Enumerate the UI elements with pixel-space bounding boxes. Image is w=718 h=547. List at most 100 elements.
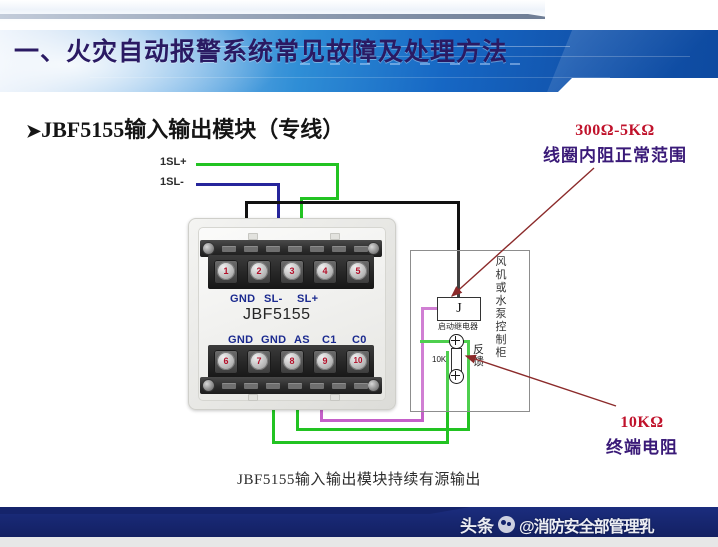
screw-head-icon: 9 [316, 352, 334, 370]
subtitle-text: JBF5155输入输出模块（专线） [41, 117, 345, 142]
terminal-screw-6[interactable]: 6 [214, 350, 238, 374]
rail-slot [288, 383, 302, 389]
module-clip [330, 233, 340, 240]
terminal-screw-9[interactable]: 9 [313, 350, 337, 374]
module-bottom-terminal-block: 6 7 8 9 10 [208, 345, 374, 379]
page-title: 一、火灾自动报警系统常见故障及处理方法 [14, 39, 509, 66]
wire-green-sl-plus-top [196, 163, 339, 166]
rail-slot [266, 383, 280, 389]
terminal-screw-1[interactable]: 1 [214, 260, 238, 284]
watermark-logo-icon [498, 516, 515, 533]
slide-subtitle: ➤JBF5155输入输出模块（专线） [26, 112, 344, 144]
wire-green-sl-plus-jog [300, 197, 339, 200]
module-top-terminal-block: 1 2 3 4 5 [208, 255, 374, 289]
rail-slot [332, 246, 346, 252]
top-right-fill [545, 0, 718, 24]
screw-head-icon: 6 [217, 352, 235, 370]
rail-slot [266, 246, 280, 252]
module-clip [248, 394, 258, 401]
terminal-label-c0: C0 [352, 334, 367, 346]
wire-green-terminal-7-run [272, 441, 449, 444]
terminal-number: 4 [322, 265, 328, 276]
terminal-label-sl-minus: SL- [264, 293, 283, 305]
module-clip [248, 233, 258, 240]
terminal-number: 1 [223, 265, 229, 276]
banner-notch [558, 78, 718, 92]
screw-head-icon: 3 [283, 262, 301, 280]
rail-slot [288, 246, 302, 252]
terminal-number: 10 [353, 356, 363, 365]
figure-caption: JBF5155输入输出模块持续有源输出 [237, 472, 481, 488]
banner-dash [330, 63, 340, 65]
module-bottom-rail [200, 377, 382, 394]
terminal-screw-3[interactable]: 3 [280, 260, 304, 284]
callout-coil-value: 300Ω-5KΩ [575, 122, 655, 139]
terminal-screw-2[interactable]: 2 [247, 260, 271, 284]
terminal-number: 6 [223, 355, 229, 366]
wire-magenta-riser [421, 307, 424, 422]
terminal-number: 7 [256, 355, 262, 366]
rail-screw-icon [203, 243, 214, 254]
module-clip [330, 394, 340, 401]
rail-screw-icon [368, 380, 379, 391]
terminal-label-gnd-top: GND [230, 293, 256, 305]
terminating-resistor-value: 10K [432, 355, 447, 364]
watermark-platform: 头条 [460, 517, 494, 536]
banner-dash [510, 63, 520, 65]
module-model-name: JBF5155 [243, 306, 311, 323]
terminal-number: 2 [256, 265, 262, 276]
start-relay-caption: 启动继电器 [438, 322, 478, 331]
wire-magenta-run-right [320, 419, 424, 422]
wire-green-feedback-left-link [420, 340, 448, 343]
screw-head-icon: 5 [349, 262, 367, 280]
screw-head-icon: 2 [250, 262, 268, 280]
terminal-label-gnd-6: GND [228, 334, 254, 346]
banner-streak [150, 46, 570, 47]
screw-head-icon: 10 [349, 352, 367, 370]
rail-screw-icon [368, 243, 379, 254]
terminal-screw-5[interactable]: 5 [346, 260, 370, 284]
banner-dash [480, 63, 490, 65]
terminal-screw-4[interactable]: 4 [313, 260, 337, 284]
screw-head-icon: 1 [217, 262, 235, 280]
wire-blue-sl-minus-top [196, 183, 280, 186]
rail-slot [354, 383, 368, 389]
terminal-number: 3 [289, 265, 295, 276]
rail-slot [310, 383, 324, 389]
top-accent-bar [0, 14, 560, 19]
rail-screw-icon [203, 380, 214, 391]
screw-head-icon: 4 [316, 262, 334, 280]
screw-head-icon: 7 [250, 352, 268, 370]
feedback-terminal-dot-top [449, 334, 464, 349]
module-top-rail [200, 240, 382, 257]
screw-head-icon: 8 [283, 352, 301, 370]
terminal-label-c1: C1 [322, 334, 337, 346]
feedback-label: 反馈 [473, 344, 484, 368]
terminal-number: 5 [355, 265, 361, 276]
rail-slot [244, 246, 258, 252]
banner-dash [390, 63, 400, 65]
wire-label-sl-minus: 1SL- [160, 176, 184, 188]
banner-streak [90, 77, 610, 78]
banner-dash [420, 63, 430, 65]
terminal-screw-7[interactable]: 7 [247, 350, 271, 374]
wire-black-run-right [245, 201, 460, 204]
rail-slot [244, 383, 258, 389]
terminal-label-gnd-7: GND [261, 334, 287, 346]
banner-dash [450, 63, 460, 65]
wire-label-sl-plus: 1SL+ [160, 156, 187, 168]
watermark-handle: @消防安全部管理乳 [519, 518, 655, 536]
callout-coil-description: 线圈内阻正常范围 [543, 146, 687, 165]
callout-terminator-description: 终端电阻 [606, 438, 678, 457]
rail-slot [310, 246, 324, 252]
terminal-label-sl-plus: SL+ [297, 293, 319, 305]
wire-green-sl-plus-drop1 [336, 163, 339, 199]
wire-green-feedback-riser-a [446, 351, 449, 444]
terminal-screw-10[interactable]: 10 [346, 350, 370, 374]
feedback-terminal-dot-bottom [449, 369, 464, 384]
watermark: 头条 @消防安全部管理乳 [460, 512, 655, 537]
wire-green-terminal-8-run [296, 428, 470, 431]
bullet-arrow-icon: ➤ [26, 121, 42, 141]
terminal-screw-8[interactable]: 8 [280, 350, 304, 374]
